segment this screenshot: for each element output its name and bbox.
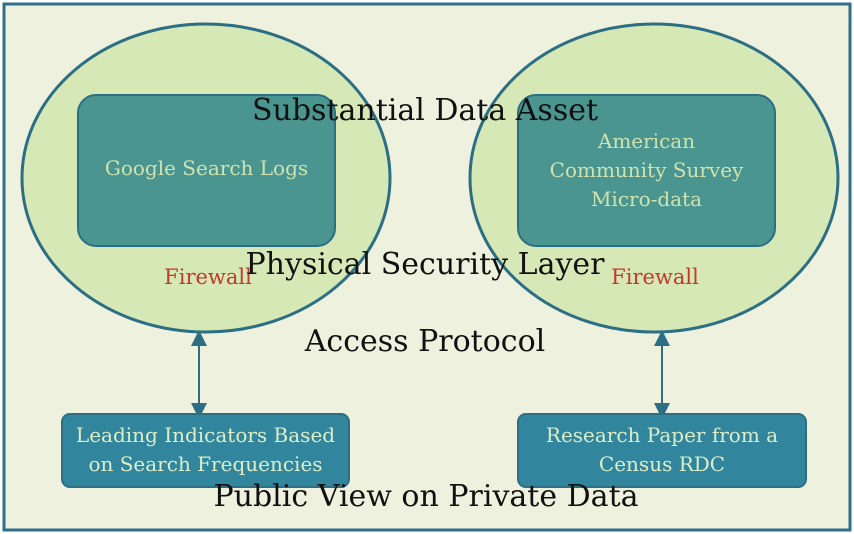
left-asset-label: Google Search Logs [104,156,309,180]
left-output-label-line1: Leading Indicators Based [75,423,336,447]
heading-substantial-data-asset: Substantial Data Asset [251,93,599,128]
left-output-box [61,413,350,488]
right-output-label: Research Paper from a Census RDC [518,421,806,479]
right-asset-box [517,94,776,247]
heading-access-protocol: Access Protocol [304,324,546,359]
right-asset-label-line3: Micro-data [590,187,703,211]
right-output-label-line2: Census RDC [598,452,726,476]
heading-public-view: Public View on Private Data [213,479,639,514]
right-output-box [517,413,807,488]
left-asset-box [77,94,336,247]
left-output-label-line2: on Search Frequencies [88,452,323,476]
right-output-label-line1: Research Paper from a [545,423,779,447]
right-firewall-label: Firewall [611,265,699,289]
left-firewall-label: Firewall [164,265,252,289]
right-asset-label: American Community Survey Micro-data [518,127,775,214]
right-asset-label-line1: American [597,129,696,153]
right-asset-label-line2: Community Survey [549,158,744,182]
left-output-label: Leading Indicators Based on Search Frequ… [62,421,349,479]
heading-physical-security-layer: Physical Security Layer [245,247,605,282]
